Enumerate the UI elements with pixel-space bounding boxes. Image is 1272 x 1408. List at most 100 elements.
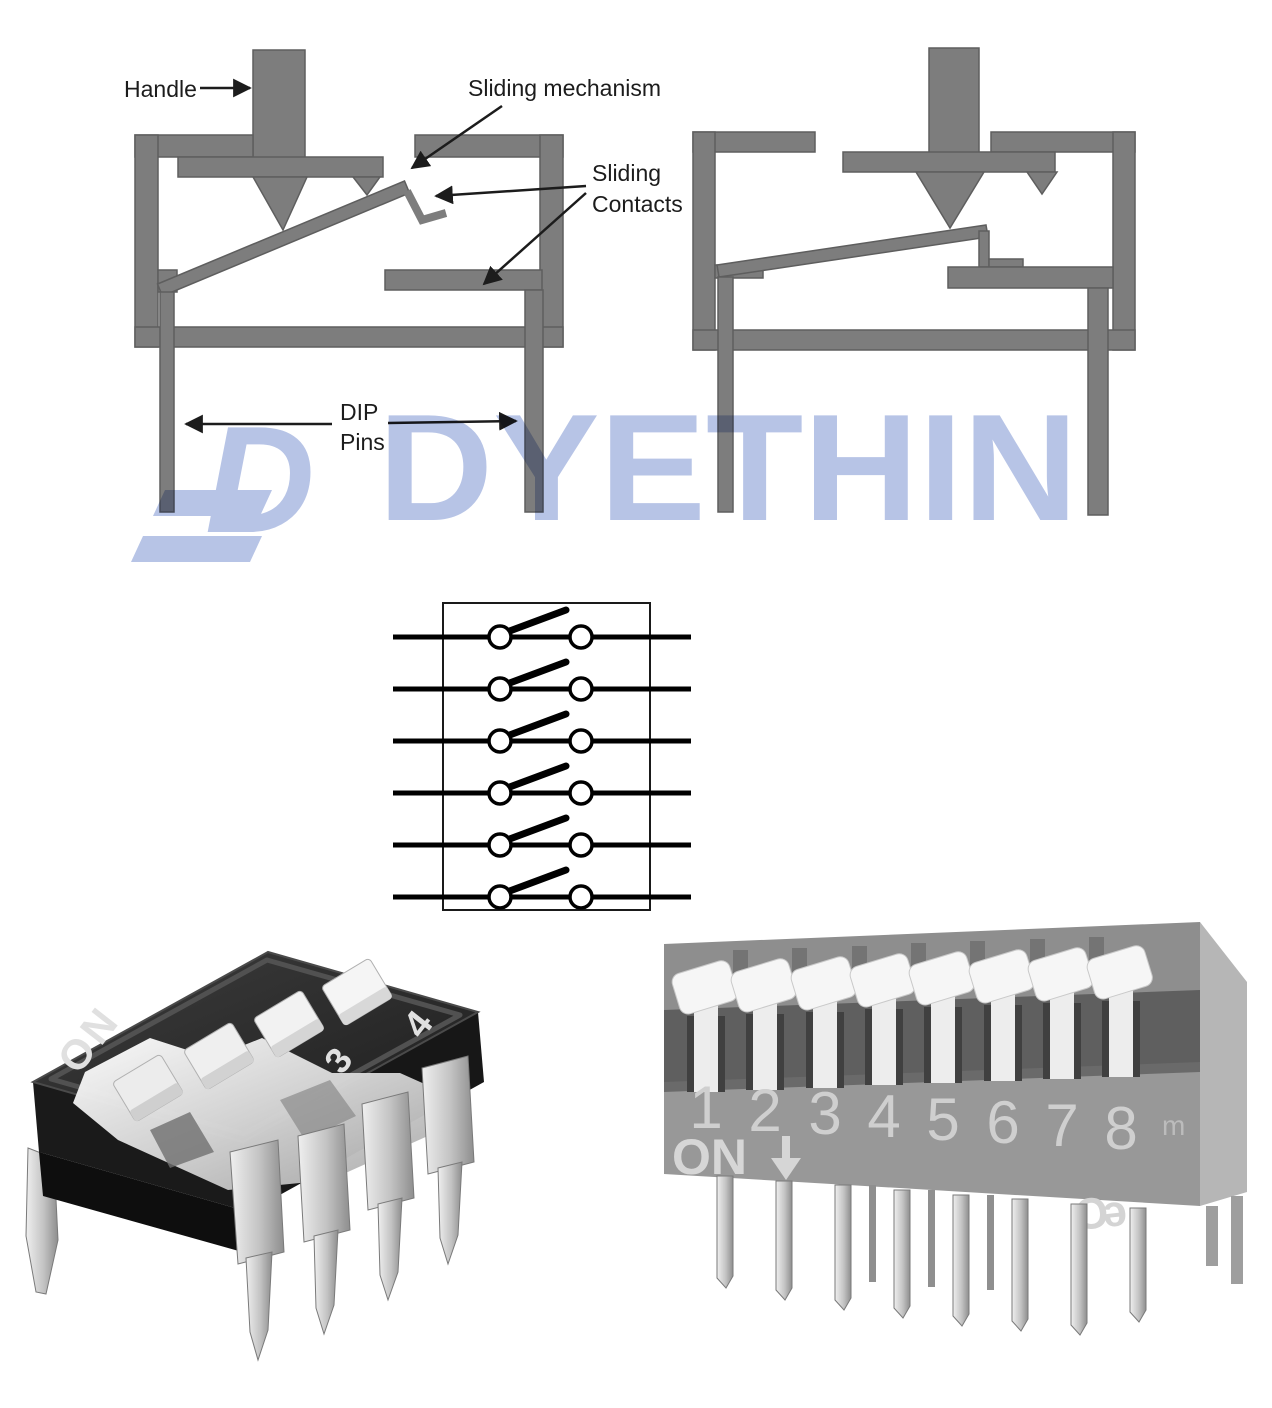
back-pin bbox=[869, 1185, 876, 1282]
pin-tip bbox=[245, 1251, 273, 1362]
fixed-contact-bar bbox=[947, 266, 1114, 289]
number-row: 1 2 3 4 5 6 7 8 bbox=[689, 1074, 1137, 1162]
slider-detent-large bbox=[914, 171, 986, 230]
position-number: 4 bbox=[867, 1083, 900, 1150]
pin bbox=[297, 1123, 351, 1243]
pin bbox=[952, 1194, 970, 1327]
slider-actuator bbox=[113, 1054, 183, 1122]
pin-row bbox=[716, 1175, 1243, 1336]
fixed-contact-bar bbox=[384, 269, 543, 291]
schematic-switch-row bbox=[393, 714, 691, 752]
position-number: 5 bbox=[926, 1086, 959, 1153]
pin bbox=[361, 1091, 415, 1211]
pin bbox=[1070, 1203, 1088, 1336]
right-wall bbox=[1112, 131, 1136, 351]
pin bbox=[716, 1175, 734, 1289]
down-arrow-icon bbox=[771, 1136, 801, 1180]
contact-touch-point bbox=[988, 258, 1024, 268]
lever-stem bbox=[931, 993, 955, 1083]
pin-tip bbox=[313, 1229, 339, 1336]
bottom-wall bbox=[134, 326, 564, 348]
back-pin bbox=[987, 1195, 994, 1290]
left-wall bbox=[134, 134, 159, 348]
position-number: 6 bbox=[986, 1089, 1019, 1156]
sliding-contacts-label-line1: Sliding bbox=[592, 160, 661, 186]
lever-stem bbox=[1050, 989, 1074, 1079]
lever-stem bbox=[813, 998, 837, 1088]
cavity-shadow bbox=[280, 1080, 356, 1140]
pin bbox=[834, 1184, 852, 1311]
pin bbox=[229, 1139, 285, 1265]
lever-stem bbox=[991, 991, 1015, 1081]
sliding-mechanism-label: Sliding mechanism bbox=[468, 75, 661, 101]
lever-bank bbox=[671, 937, 1153, 1092]
schematic-diagram bbox=[393, 602, 691, 911]
dip-pin-left bbox=[717, 276, 734, 513]
lever-stem bbox=[694, 1002, 718, 1092]
pin bbox=[1011, 1198, 1029, 1332]
cross-section-diagram-on bbox=[692, 47, 1136, 516]
position-number: 2 bbox=[748, 1077, 781, 1144]
sliding-contacts-arrow-upper bbox=[434, 184, 587, 205]
dip-pin-left bbox=[159, 291, 175, 513]
slider-detent-large bbox=[251, 176, 309, 232]
moving-contact-tip bbox=[978, 230, 990, 268]
front-face bbox=[664, 1066, 1200, 1206]
logo-slash bbox=[131, 536, 262, 562]
lever-stem bbox=[753, 1000, 777, 1090]
dip-pin-right bbox=[524, 289, 544, 513]
pin-row bbox=[229, 1055, 475, 1362]
dip-pins-label-line1: DIP bbox=[340, 399, 378, 425]
bottom-wall bbox=[692, 329, 1136, 351]
cavity-shadow bbox=[150, 1112, 214, 1168]
pin-tip bbox=[377, 1197, 403, 1302]
side-face bbox=[1200, 922, 1247, 1206]
dip-pin-right bbox=[1087, 287, 1109, 516]
position-number: 7 bbox=[1045, 1092, 1078, 1159]
lever-stem bbox=[872, 995, 896, 1085]
faint-watermark-mark: m bbox=[1162, 1110, 1185, 1141]
dip-pins-arrow-right bbox=[387, 411, 518, 431]
slider-actuator bbox=[254, 990, 324, 1058]
slider-actuator bbox=[184, 1022, 254, 1090]
slider-detent-small bbox=[351, 176, 382, 197]
left-wall bbox=[692, 131, 716, 351]
slider-plate bbox=[177, 156, 384, 178]
back-pin bbox=[1206, 1206, 1218, 1266]
watermark-text: DYETHIN bbox=[378, 383, 1078, 553]
back-pin bbox=[1231, 1196, 1243, 1284]
handle bbox=[252, 49, 306, 173]
slider-detent-small bbox=[1025, 171, 1059, 196]
pin-tip bbox=[437, 1161, 463, 1266]
lever-stem bbox=[1109, 987, 1133, 1077]
logo-bar bbox=[153, 490, 272, 516]
moving-contact-tip bbox=[403, 189, 448, 225]
piano-dip-switch-photo: 1 2 3 4 5 6 7 8 ON Ɔǝ m bbox=[664, 922, 1247, 1336]
dip-pins-label-line2: Pins bbox=[340, 429, 385, 455]
back-pin bbox=[928, 1190, 935, 1287]
handle-label: Handle bbox=[124, 76, 197, 102]
pin bbox=[1129, 1207, 1147, 1323]
diagram-annotations: Handle Sliding mechanism Sliding Contact… bbox=[124, 75, 683, 455]
watermark: D DYETHIN bbox=[131, 383, 1078, 565]
sliding-mechanism-arrow bbox=[410, 104, 503, 170]
slider-plate bbox=[842, 151, 1056, 173]
sliding-contacts-arrow-lower bbox=[482, 192, 587, 286]
position-number: 3 bbox=[808, 1080, 841, 1147]
lever-cap bbox=[1086, 945, 1153, 1000]
pin bbox=[421, 1055, 475, 1175]
on-marking: ON bbox=[672, 1129, 747, 1185]
black-dip-switch-photo: ON 3 4 bbox=[25, 950, 484, 1362]
schematic-outline-box bbox=[442, 602, 651, 911]
schematic-switch-row bbox=[393, 662, 691, 700]
body-base bbox=[39, 1152, 253, 1255]
position-number: 8 bbox=[1104, 1095, 1137, 1162]
schematic-switch-row bbox=[393, 870, 691, 908]
dyethin-double-d-logo-icon: D bbox=[131, 395, 315, 565]
schematic-switch-row bbox=[393, 610, 691, 648]
sliding-contacts-label-line2: Contacts bbox=[592, 191, 683, 217]
position-number: 1 bbox=[689, 1074, 722, 1141]
schematic-switch-row bbox=[393, 766, 691, 804]
